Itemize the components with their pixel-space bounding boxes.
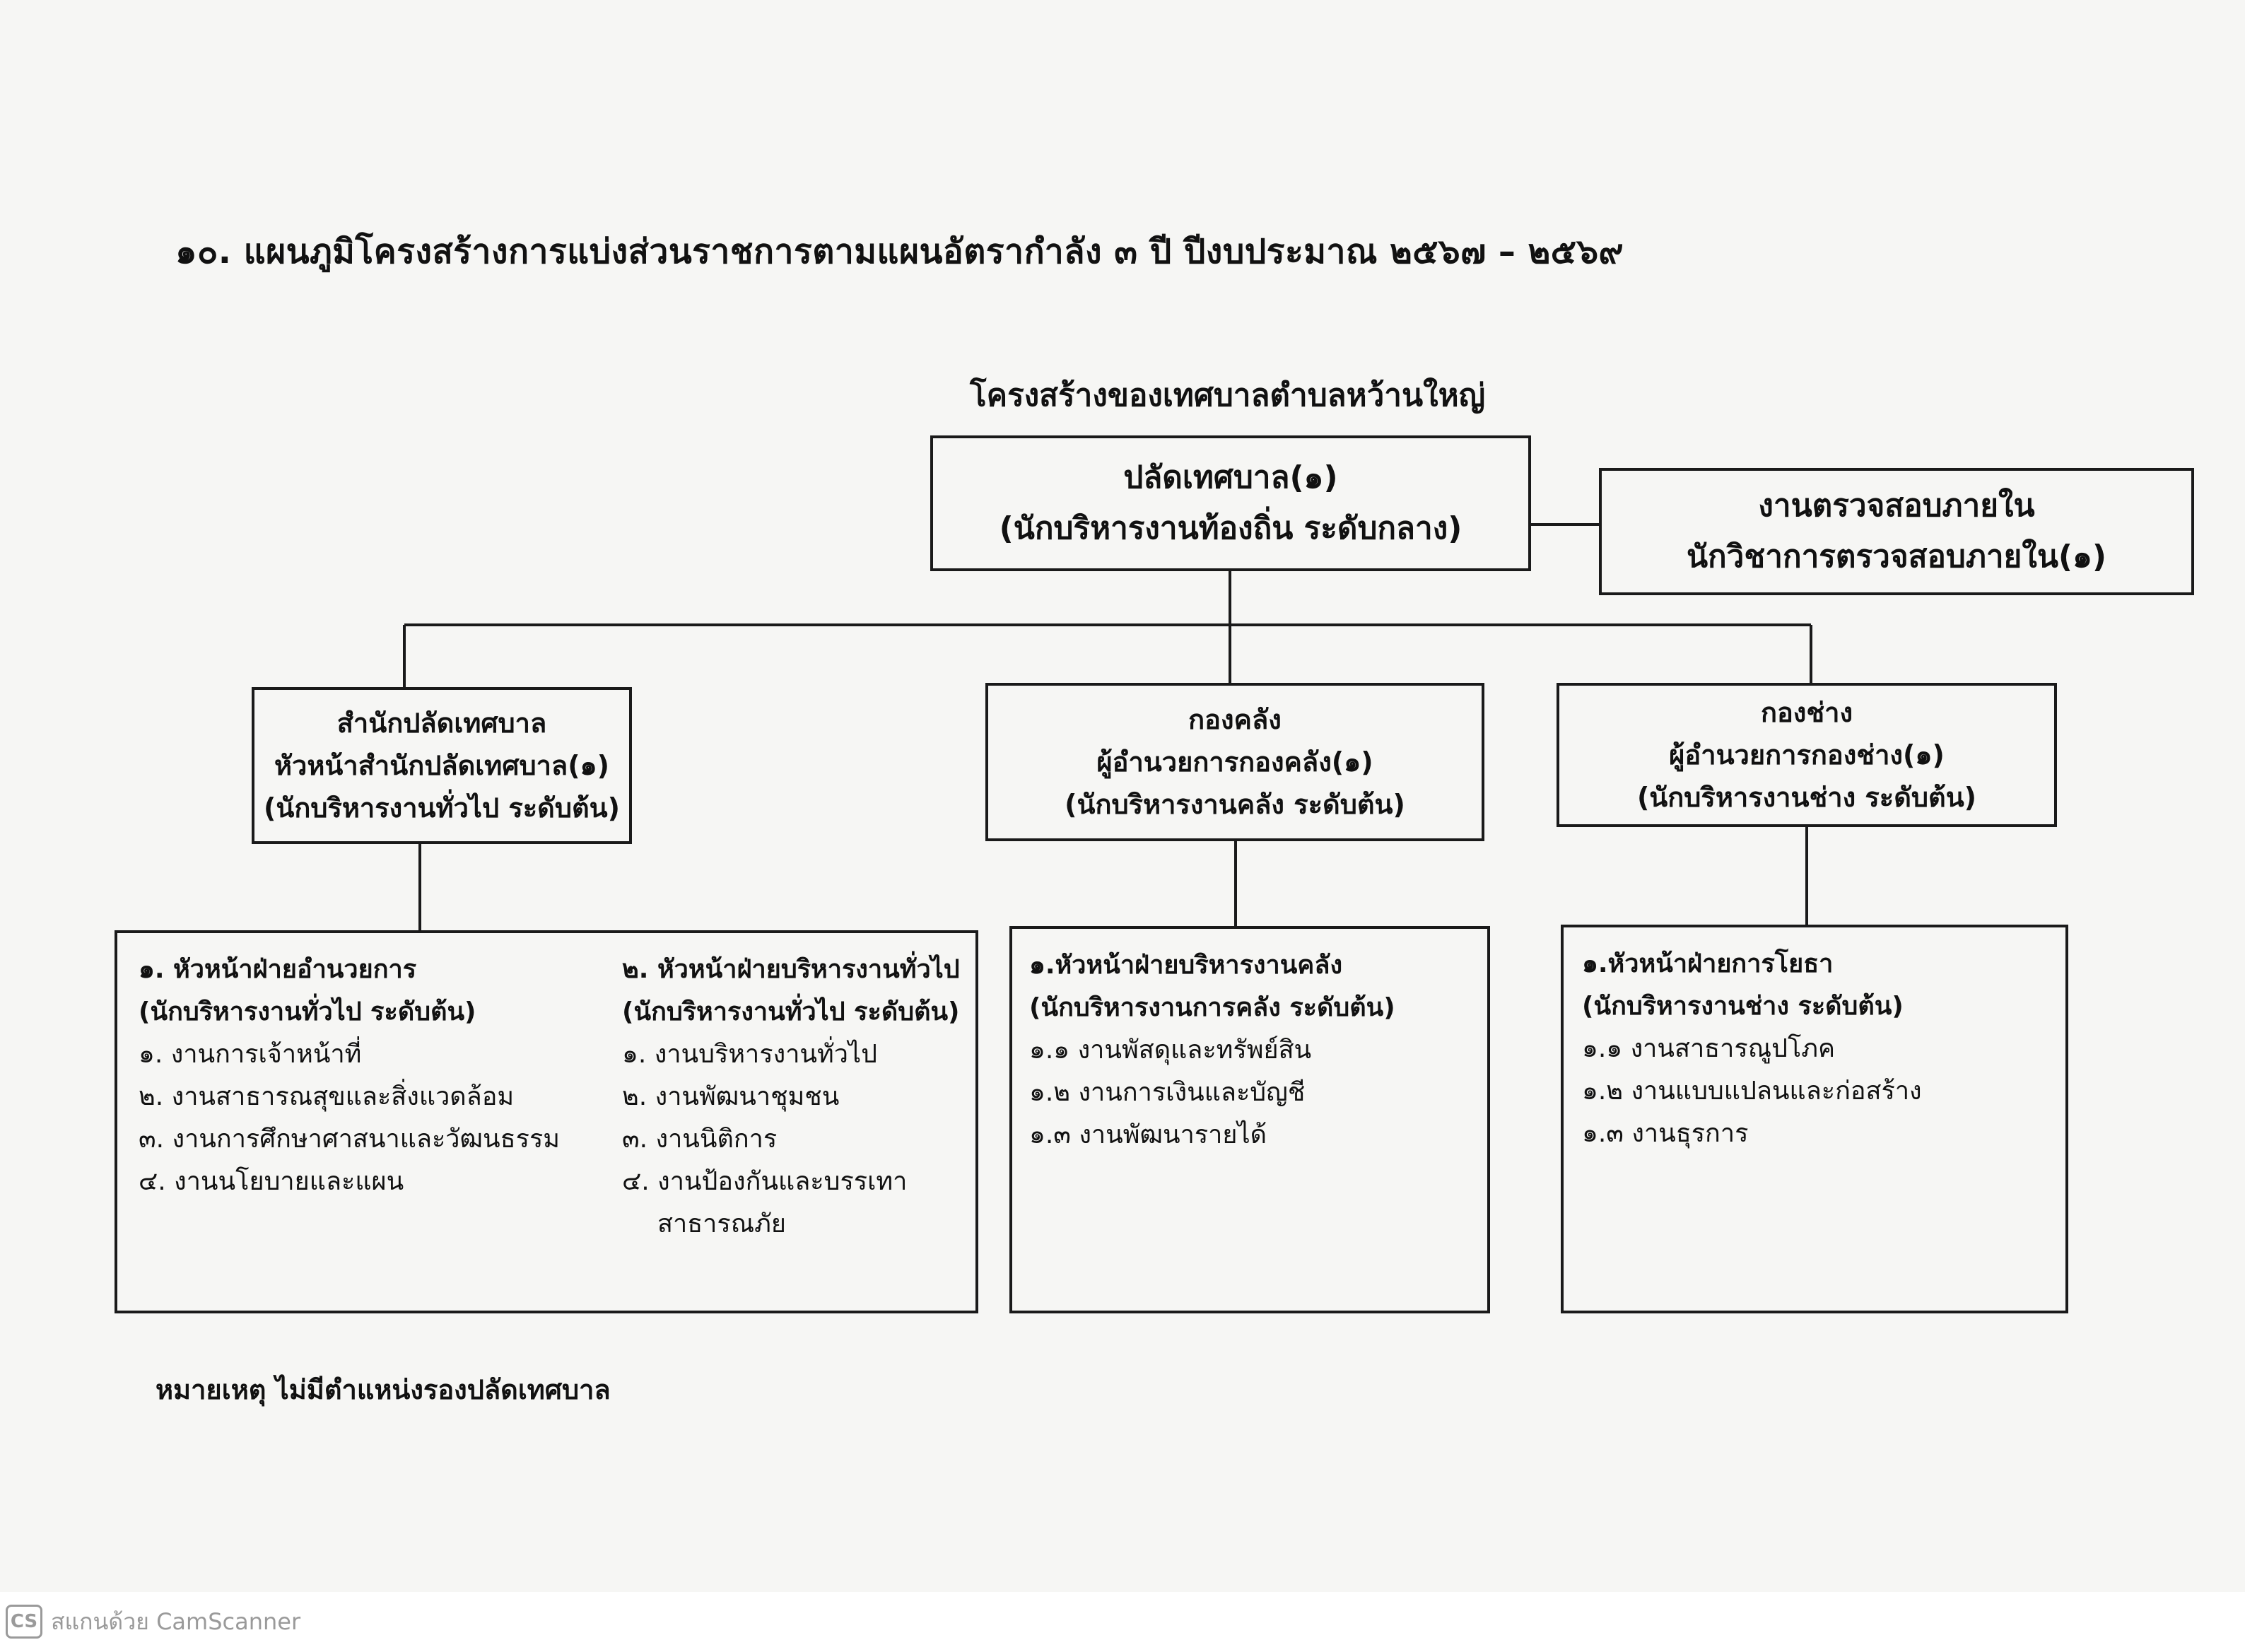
list-item: ๒. งานพัฒนาชุมชน	[622, 1082, 840, 1111]
office-name: สำนักปลัดเทศบาล	[336, 708, 547, 739]
finance-level: (นักบริหารงานคลัง ระดับต้น)	[1065, 789, 1405, 820]
finance-name: กองคลัง	[1188, 704, 1282, 735]
camscanner-watermark: CS สแกนด้วย CamScanner	[6, 1603, 300, 1640]
section-head: ๒. หัวหน้าฝ่ายบริหารงานทั่วไป	[622, 955, 960, 984]
list-item: ๓. งานการศึกษาศาสนาและวัฒนธรรม	[139, 1125, 561, 1154]
section-level: (นักบริหารงานทั่วไป ระดับต้น)	[139, 997, 476, 1026]
list-item: ๑. งานบริหารงานทั่วไป	[622, 1040, 877, 1069]
box-finance-division: กองคลัง ผู้อำนวยการกองคลัง(๑) (นักบริหาร…	[985, 683, 1484, 841]
scanner-footer	[0, 1592, 2245, 1652]
audit-title: งานตรวจสอบภายใน	[1758, 488, 2035, 524]
list-item: ๑.๒ งานการเงินและบัญชี	[1029, 1078, 1306, 1107]
audit-position: นักวิชาการตรวจสอบภายใน(๑)	[1686, 539, 2107, 575]
org-chart-connectors	[403, 523, 1812, 930]
section-item-list: ๑. งานบริหารงานทั่วไป ๒. งานพัฒนาชุมชน ๓…	[622, 1033, 960, 1246]
list-item: ๑.๒ งานแบบแปลนและก่อสร้าง	[1582, 1077, 1922, 1106]
office-head: หัวหน้าสำนักปลัดเทศบาล(๑)	[274, 750, 610, 781]
list-item: ๒. งานสาธารณสุขและสิ่งแวดล้อม	[139, 1082, 515, 1111]
finance-head: ผู้อำนวยการกองคลัง(๑)	[1096, 746, 1373, 778]
watermark-text: สแกนด้วย CamScanner	[51, 1607, 301, 1635]
list-item: ๑. งานการเจ้าหน้าที่	[139, 1040, 362, 1069]
works-head: ผู้อำนวยการกองช่าง(๑)	[1669, 739, 1945, 771]
office-level: (นักบริหารงานทั่วไป ระดับต้น)	[263, 792, 621, 824]
list-item: ๔. งานป้องกันและบรรเทา สาธารณภัย	[622, 1161, 960, 1246]
section-finance: ๑.หัวหน้าฝ่ายบริหารงานคลัง (นักบริหารงาน…	[1029, 944, 1395, 1156]
works-level: (นักบริหารงานช่าง ระดับต้น)	[1636, 782, 1977, 813]
clerk-title: ปลัดเทศบาล(๑)	[1123, 459, 1338, 496]
chart-subtitle: โครงสร้างของเทศบาลตำบลหว้านใหญ่	[970, 377, 1486, 414]
box-municipal-clerk: ปลัดเทศบาล(๑) (นักบริหารงานท้องถิ่น ระดั…	[930, 435, 1531, 571]
box-office-sections: ๑. หัวหน้าฝ่ายอำนวยการ (นักบริหารงานทั่ว…	[115, 930, 978, 1313]
section-level: (นักบริหารงานการคลัง ระดับต้น)	[1029, 993, 1395, 1022]
box-office-of-clerk: สำนักปลัดเทศบาล หัวหน้าสำนักปลัดเทศบาล(๑…	[252, 687, 632, 844]
section-head: ๑.หัวหน้าฝ่ายบริหารงานคลัง	[1029, 951, 1343, 980]
list-item: ๑.๓ งานพัฒนารายได้	[1029, 1120, 1267, 1149]
section-level: (นักบริหารงานทั่วไป ระดับต้น)	[622, 997, 960, 1026]
box-finance-sections: ๑.หัวหน้าฝ่ายบริหารงานคลัง (นักบริหารงาน…	[1009, 926, 1490, 1313]
section-admin-b: ๒. หัวหน้าฝ่ายบริหารงานทั่วไป (นักบริหาร…	[622, 949, 960, 1246]
section-head: ๑. หัวหน้าฝ่ายอำนวยการ	[139, 955, 417, 984]
list-item: ๑.๓ งานธุรการ	[1582, 1119, 1749, 1148]
page-title: ๑๐. แผนภูมิโครงสร้างการแบ่งส่วนราชการตาม…	[175, 232, 1624, 271]
section-item-list: ๑. งานการเจ้าหน้าที่ ๒. งานสาธารณสุขและส…	[139, 1033, 560, 1203]
section-head: ๑.หัวหน้าฝ่ายการโยธา	[1582, 949, 1834, 978]
section-works: ๑.หัวหน้าฝ่ายการโยธา (นักบริหารงานช่าง ร…	[1582, 943, 1922, 1155]
footnote: หมายเหตุ ไม่มีตำแหน่งรองปลัดเทศบาล	[156, 1374, 611, 1405]
list-item: ๑.๑ งานสาธารณูปโภค	[1582, 1034, 1836, 1063]
clerk-level: (นักบริหารงานท้องถิ่น ระดับกลาง)	[999, 510, 1463, 546]
list-item-continuation: สาธารณภัย	[657, 1209, 786, 1238]
list-item: ๑.๑ งานพัสดุและทรัพย์สิน	[1029, 1036, 1312, 1065]
list-item: ๓. งานนิติการ	[622, 1125, 778, 1154]
box-works-division: กองช่าง ผู้อำนวยการกองช่าง(๑) (นักบริหาร…	[1557, 683, 2057, 827]
section-admin-a: ๑. หัวหน้าฝ่ายอำนวยการ (นักบริหารงานทั่ว…	[139, 949, 560, 1203]
camscanner-logo-icon: CS	[6, 1605, 42, 1639]
box-internal-audit: งานตรวจสอบภายใน นักวิชาการตรวจสอบภายใน(๑…	[1599, 468, 2194, 595]
works-name: กองช่าง	[1760, 697, 1853, 728]
box-works-sections: ๑.หัวหน้าฝ่ายการโยธา (นักบริหารงานช่าง ร…	[1561, 925, 2068, 1313]
document-page	[0, 0, 2245, 1592]
section-level: (นักบริหารงานช่าง ระดับต้น)	[1582, 992, 1904, 1021]
list-item-text: ๔. งานป้องกันและบรรเทา	[622, 1167, 908, 1196]
list-item: ๔. งานนโยบายและแผน	[139, 1167, 404, 1196]
section-item-list: ๑.๑ งานสาธารณูปโภค ๑.๒ งานแบบแปลนและก่อส…	[1582, 1028, 1922, 1155]
section-item-list: ๑.๑ งานพัสดุและทรัพย์สิน ๑.๒ งานการเงินแ…	[1029, 1029, 1395, 1156]
